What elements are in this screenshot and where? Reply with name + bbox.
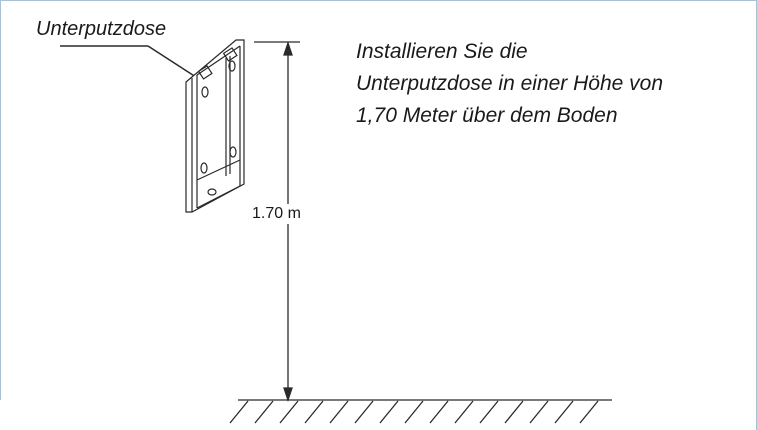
instruction-line: Unterputzdose in einer Höhe von (356, 72, 664, 95)
instruction-line: Installieren Sie die (356, 40, 528, 63)
label-leader-line (60, 45, 200, 80)
height-dimension-label: 1.70 m (250, 204, 303, 224)
installation-instruction: Installieren Sie die Unterputzdose in ei… (356, 36, 751, 132)
frame-left-rule (0, 0, 1, 400)
floor-hatching (229, 399, 612, 424)
flush-box-drawing (185, 39, 245, 213)
component-label: Unterputzdose (36, 18, 167, 40)
instruction-line: 1,70 Meter über dem Boden (356, 104, 618, 127)
